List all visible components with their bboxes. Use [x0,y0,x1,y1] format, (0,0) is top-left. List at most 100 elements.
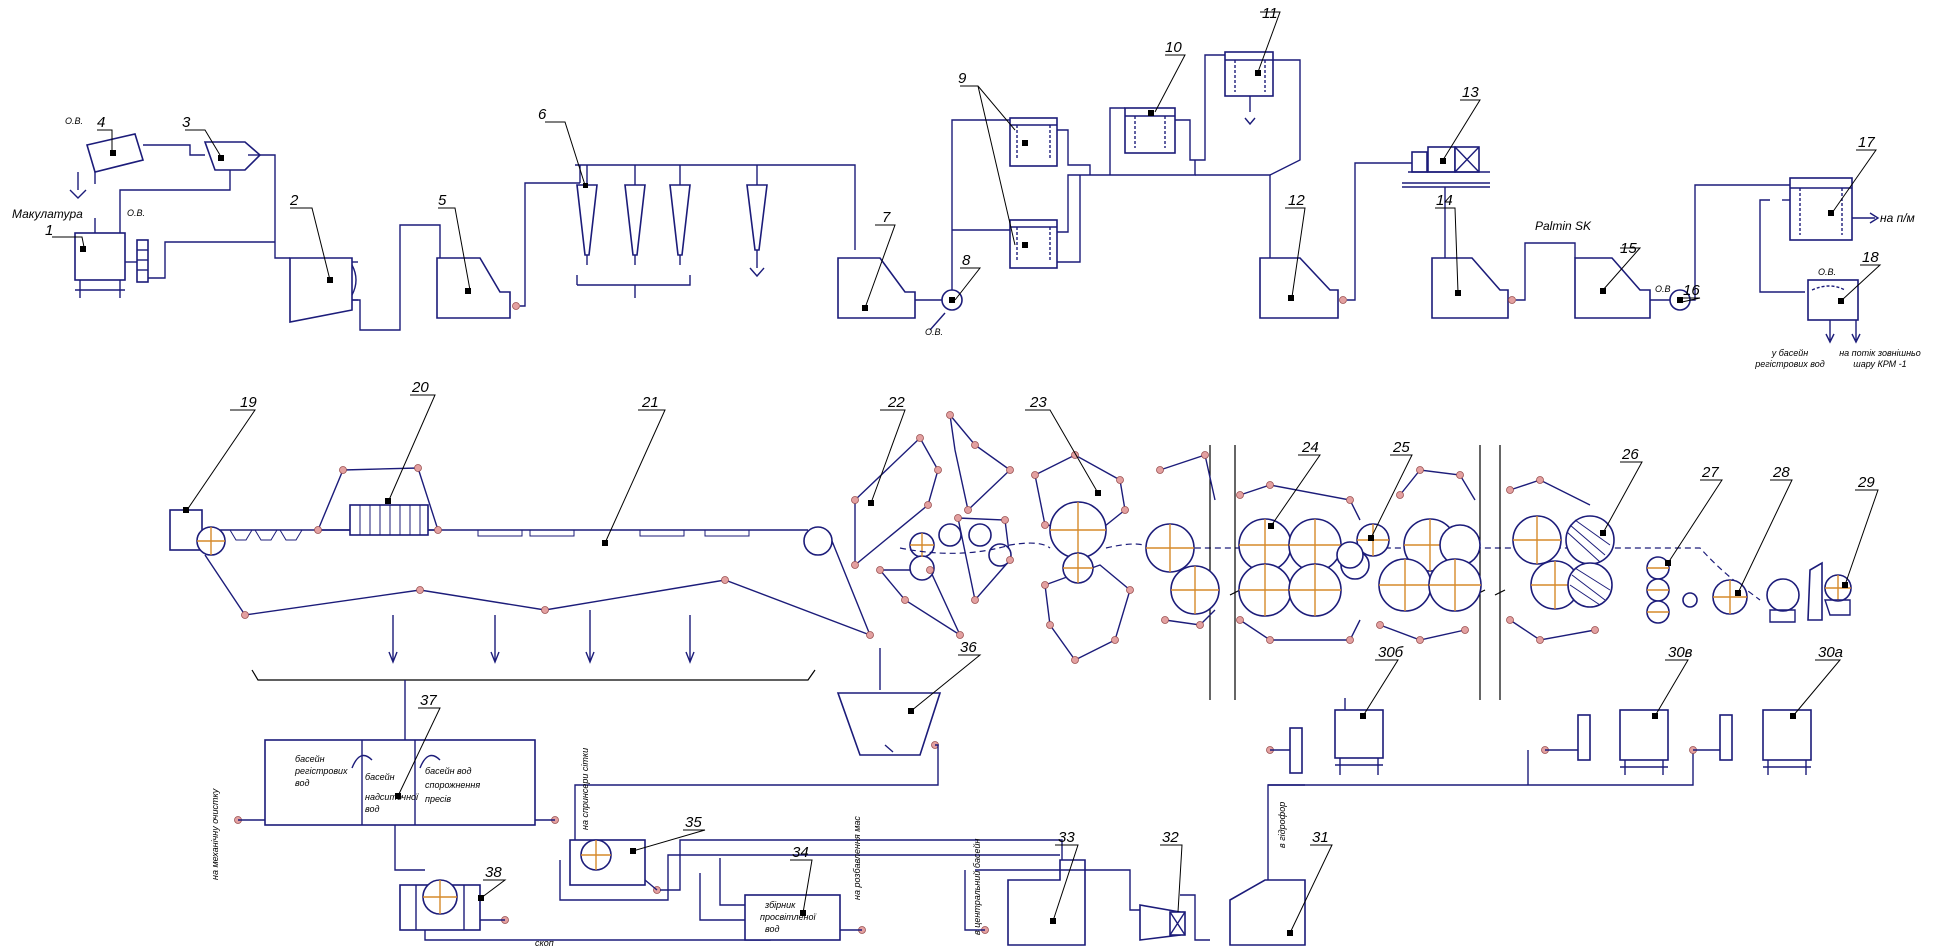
equipment-8-pump [930,120,1015,330]
equipment-26-dryer-group [1507,477,1615,644]
callout-8: 8 [962,252,971,269]
vertical-label-hydrophore: в гідрофор [1277,802,1287,848]
tank34-2: просвітленої [760,912,816,922]
vertical-label-mechanical: на механічну очистку [210,788,220,880]
equipment-2 [275,225,440,330]
callout-34: 34 [792,844,809,861]
callout-31: 31 [1312,829,1329,846]
callout-12: 12 [1288,192,1305,209]
to-paper-machine-label: на п/м [1880,211,1915,225]
equipment-10 [1110,108,1195,175]
equipment-31 [1230,785,1305,945]
ov-label-15: О.В [1655,284,1671,294]
callout-35: 35 [685,814,702,831]
vertical-label-sprinkler: на спринсери сітки [580,748,590,830]
callout-28: 28 [1772,464,1790,481]
callout-32: 32 [1162,829,1179,846]
callout-9: 9 [958,70,967,87]
equipment-6-cleaners [575,165,855,298]
tank37-c-2: спорожнення [425,780,480,790]
equipment-21-wire-section [197,527,874,639]
callout-2: 2 [289,192,299,209]
callout-20: 20 [411,379,429,396]
callout-15: 15 [1620,240,1637,257]
equipment-22-press [852,412,1014,639]
equipment-32 [1140,895,1210,940]
equipment-37-tank [235,680,559,870]
equipment-1-pulper [75,218,275,298]
tank37-a-3: вод [295,778,310,788]
equipment-9-screens [1010,118,1110,268]
callout-25: 25 [1392,439,1410,456]
ov-label-18: О.В. [1818,267,1836,277]
to-basin-label: у басейн [1771,348,1809,358]
callout-10: 10 [1165,39,1182,56]
equipment-36-hopper [575,648,940,843]
equipment-29-reel [1767,563,1851,622]
tank34-3: вод [765,924,780,934]
equipment-18 [1808,280,1860,342]
callout-11: 11 [1262,5,1278,22]
equipment-12 [1260,163,1412,318]
callout-37: 37 [420,692,437,709]
equipment-30-tanks [1267,698,1812,785]
ov-label-1: О.В. [127,208,145,218]
equipment-33 [965,860,1140,945]
callout-38: 38 [485,864,502,881]
callout-19: 19 [240,394,257,411]
callout-1: 1 [45,222,53,239]
tank37-a-2: регістрових [294,766,348,776]
callout-27: 27 [1701,464,1719,481]
to-basin-label-2: регістрових вод [1754,359,1825,369]
equipment-7 [838,258,942,318]
vertical-label-dilution: на розбавлення мас [852,816,862,900]
equipment-3 [120,142,275,242]
equipment-20-top-former [315,465,442,536]
drain-arrows [252,610,815,680]
callout-13: 13 [1462,84,1479,101]
vertical-label-central: в центральний басейн [972,839,982,935]
equipment-25-dryer-group [1337,467,1481,644]
equipment-34 [700,858,866,940]
tank37-c-1: басейн вод [425,766,472,776]
callout-33: 33 [1058,829,1075,846]
callout-30a: 30а [1818,644,1843,661]
equipment-4 [70,134,160,198]
callout-6: 6 [538,106,547,123]
tank37-b-3: вод [365,804,380,814]
to-stream-label-2: шару КРМ -1 [1853,359,1906,369]
callout-5: 5 [438,192,447,209]
tank37-b-2: надситочної [365,792,419,802]
callout-36: 36 [960,639,977,656]
equipment-11 [1195,52,1300,258]
to-stream-label: на потік зовнішньо [1839,348,1921,358]
callout-26: 26 [1621,446,1639,463]
callout-18: 18 [1862,249,1879,266]
callout-16: 16 [1683,282,1700,299]
callout-22: 22 [887,394,905,411]
ov-label-4: О.В. [65,116,83,126]
tank37-c-3: пресів [425,794,451,804]
tank34-1: збірник [764,900,796,910]
sklo-label: скоп [535,938,554,948]
ov-label-8: О.В. [925,327,943,337]
equipment-5 [437,183,580,318]
tank37-b-1: басейн [365,772,395,782]
callout-30v: 30в [1668,644,1693,661]
makulatura-label: Макулатура [12,207,83,221]
equipment-14 [1432,243,1575,318]
equipment-27-calender [1647,557,1697,623]
equipment-38 [400,880,770,940]
callout-7: 7 [882,209,891,226]
callout-14: 14 [1436,192,1453,209]
callout-3: 3 [182,114,191,131]
callout-4: 4 [97,114,105,131]
palmin-label: Palmin SK [1535,219,1592,233]
callout-29: 29 [1857,474,1875,491]
callout-24: 24 [1301,439,1319,456]
callout-23: 23 [1029,394,1047,411]
equipment-23-press [1032,452,1134,664]
callout-21: 21 [641,394,659,411]
equipment-24-dryer-group [1146,452,1369,644]
